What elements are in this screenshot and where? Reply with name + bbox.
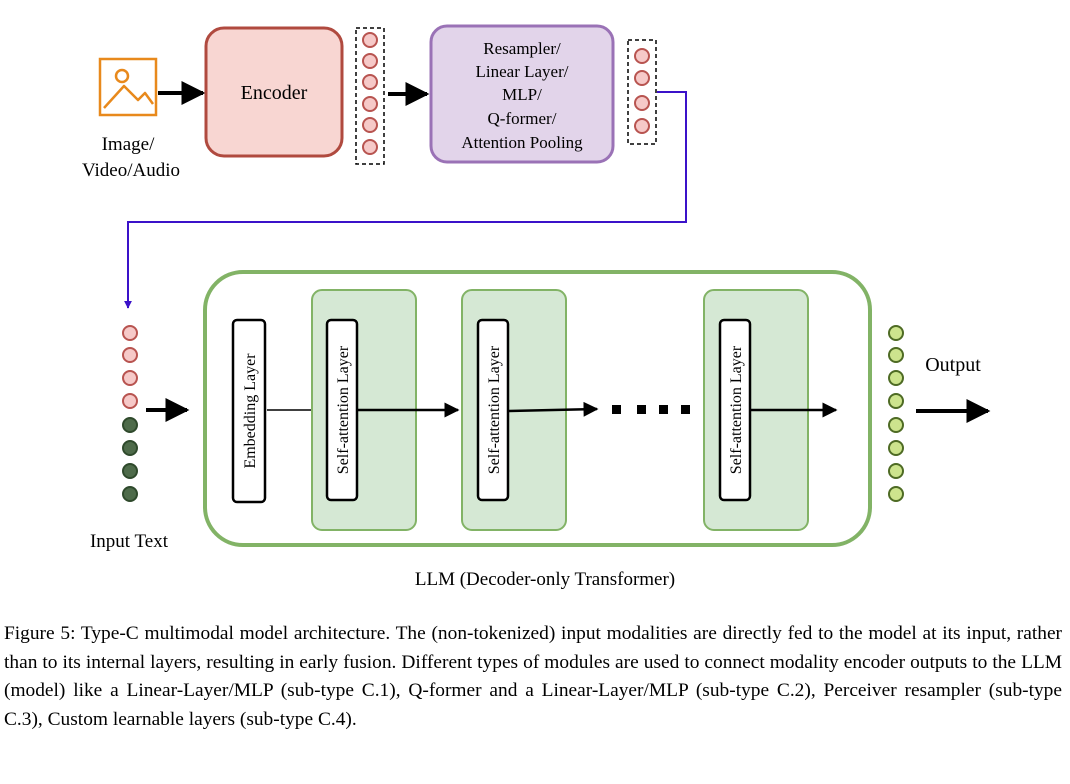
encoder-box xyxy=(204,26,344,158)
connector-output-tokens xyxy=(627,39,657,145)
llm-container xyxy=(203,270,872,547)
embedding-layer-box xyxy=(231,318,267,504)
architecture-diagram: Image/ Video/Audio Encoder Resampler/ Li… xyxy=(82,24,991,590)
connector-label-line1: Resampler/ xyxy=(483,39,561,58)
figure-caption: Figure 5: Type-C multimodal model archit… xyxy=(4,620,1062,734)
llm-container-label: LLM (Decoder-only Transformer) xyxy=(415,569,675,590)
input-text-label: Input Text xyxy=(90,531,169,552)
connector-label-line4: Q-former/ xyxy=(488,109,557,128)
image-icon xyxy=(98,57,158,117)
self-attention-label-2: Self-attention Layer xyxy=(486,345,503,474)
connector-label-line3: MLP/ xyxy=(502,85,542,104)
connector-label-line2: Linear Layer/ xyxy=(476,62,569,81)
self-attention-label-1: Self-attention Layer xyxy=(335,345,352,474)
self-attention-layer-box-2 xyxy=(476,318,510,502)
input-text-tokens xyxy=(122,325,138,502)
connector-label-line5: Attention Pooling xyxy=(461,133,583,152)
input-modality-label-line2: Video/Audio xyxy=(82,160,180,181)
self-attention-layer-box-3 xyxy=(718,318,752,502)
input-modality-label-line1: Image/ xyxy=(102,134,155,155)
self-attention-layer-box-1 xyxy=(325,318,359,502)
arrow-sa2-onward xyxy=(508,401,599,417)
encoder-label: Encoder xyxy=(241,82,308,104)
ellipsis-dots xyxy=(612,405,690,414)
figure-number: Figure 5: xyxy=(4,623,76,644)
output-label: Output xyxy=(925,354,981,376)
route-connector-to-llm xyxy=(124,91,687,309)
embedding-layer-label: Embedding Layer xyxy=(242,353,259,469)
figure-caption-text: Type-C multimodal model architecture. Th… xyxy=(4,623,1063,730)
self-attention-label-3: Self-attention Layer xyxy=(728,345,745,474)
connector-box xyxy=(429,24,615,164)
encoder-output-tokens xyxy=(355,27,385,165)
output-tokens xyxy=(888,325,904,502)
